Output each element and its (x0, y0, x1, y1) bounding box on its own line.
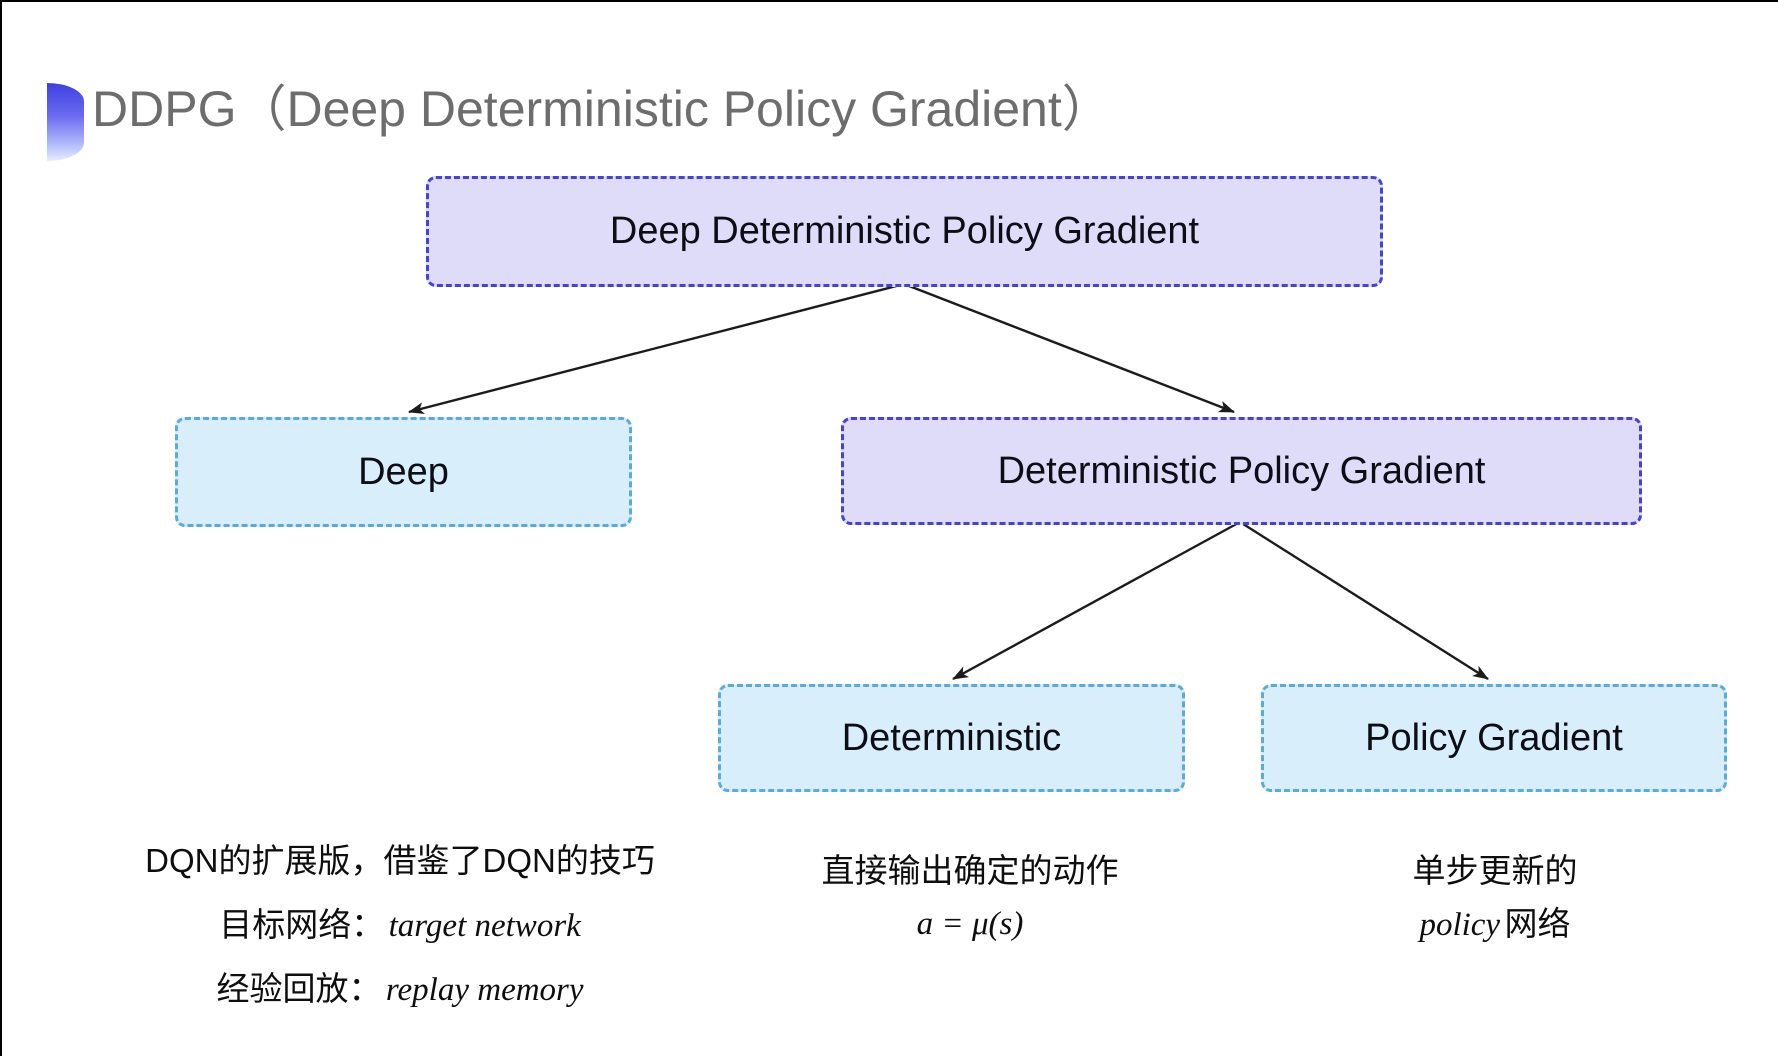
node-label: Deep (358, 450, 449, 493)
node-label: Deterministic (841, 716, 1062, 759)
note-line: 目标网络： target network (219, 906, 581, 944)
note-line: policy 网络 (1419, 905, 1571, 943)
window-top-border (0, 0, 1778, 2)
node-policy-gradient: Policy Gradient (1261, 684, 1727, 792)
node-label: Deterministic Policy Gradient (997, 449, 1486, 492)
slide-title: DDPG（Deep Deterministic Policy Gradient） (92, 81, 1112, 137)
node-label: Deep Deterministic Policy Gradient (609, 210, 1200, 252)
note-dqn-extension: DQN的扩展版，借鉴了DQN的技巧 目标网络： target network 经… (100, 832, 700, 1024)
node-deep-deterministic-policy-gradient: Deep Deterministic Policy Gradient (426, 176, 1383, 287)
node-deep: Deep (175, 417, 632, 527)
note-line: DQN的扩展版，借鉴了DQN的技巧 (145, 842, 655, 879)
node-deterministic-policy-gradient: Deterministic Policy Gradient (841, 417, 1642, 525)
window-left-border (0, 0, 2, 1056)
note-deterministic-action: 直接输出确定的动作 a = μ(s) (730, 848, 1210, 953)
title-bullet-icon (47, 83, 84, 161)
note-line: 单步更新的 (1412, 852, 1578, 889)
node-label: Policy Gradient (1365, 716, 1623, 759)
note-policy-network: 单步更新的 policy 网络 (1270, 848, 1720, 954)
node-deterministic: Deterministic (718, 684, 1185, 792)
note-formula: a = μ(s) (916, 906, 1024, 942)
note-line: 经验回放： replay memory (216, 970, 584, 1008)
note-line: 直接输出确定的动作 (821, 852, 1119, 889)
